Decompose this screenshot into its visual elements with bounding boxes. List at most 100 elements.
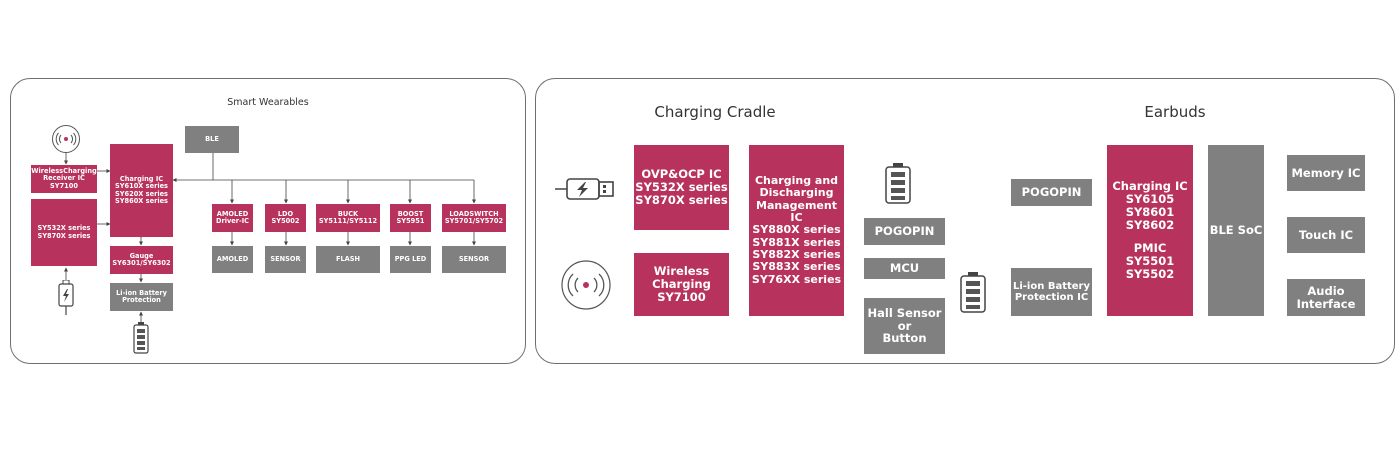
box-line: SENSOR [458,254,490,263]
amoled-box: AMOLED [212,246,253,273]
wireless-charging-receiver-box: WirelessCharging Receiver IC SY7100 [31,165,97,193]
box-line: SY8602 [1125,218,1175,233]
touch-ic-box: Touch IC [1287,217,1365,253]
box-line: SY5502 [1125,266,1175,281]
charging-cradle-title: Charging Cradle [654,103,776,121]
box-line: FLASH [335,254,361,263]
box-line: Li-ion Battery [1012,280,1090,292]
box-line: SY5951 [396,217,425,225]
amoled-driver-box: AMOLED Driver-IC [212,204,253,232]
box-line: SY5701/SY5702 [444,217,504,225]
liion-protection-box: Li-ion Battery Protection [110,283,173,311]
wireless-charging-pad-icon [52,125,80,153]
box-line: Gauge [129,251,154,260]
box-line: BLE SoC [1209,223,1263,238]
box-line: Driver-IC [215,217,250,225]
earbuds-title: Earbuds [1144,103,1206,121]
box-line: SY7100 [50,181,78,190]
ppg-led-box: PPG LED [390,246,431,273]
box-line: SY5501 [1125,253,1175,268]
box-line: SY5111/SY5112 [318,217,378,225]
wireless-charging-box: Wireless Charging SY7100 [634,253,729,316]
box-line: SY6105 [1125,192,1175,207]
loadswitch-box: LOADSWITCH SY5701/SY5702 [442,204,506,232]
charging-ic-box: Charging IC SY610X series SY620X series … [110,144,173,237]
box-line: AMOLED [216,254,249,263]
battery-icon [885,163,911,204]
hall-sensor-box: Hall Sensor or Button [864,298,945,354]
battery-icon [960,272,986,313]
boost-box: BOOST SY5951 [390,204,431,232]
box-line: Touch IC [1298,227,1354,242]
ldo-box: LDO SY5002 [265,204,306,232]
memory-ic-box: Memory IC [1287,155,1365,191]
wireless-charging-pad-icon [561,260,611,310]
cradle-pogopin-box: POGOPIN [864,218,945,245]
box-line: Hall Sensor [867,305,942,320]
box-line: SENSOR [270,254,301,263]
box-line: SY620X series [115,189,168,198]
ble-soc-box: BLE SoC [1208,145,1264,316]
box-line: SY870X series [37,231,91,240]
box-line: SY870X series [635,192,728,207]
box-line: SY5002 [271,217,300,225]
mcu-box: MCU [864,258,945,279]
usb-cable-icon [555,178,614,200]
box-line: SY7100 [657,289,706,304]
sy532x-box: SY532X series SY870X series [31,199,97,266]
box-line: LDO [277,209,294,218]
box-line: SY610X series [115,182,168,191]
box-line: LOADSWITCH [449,209,499,218]
sensor-box-1: SENSOR [265,246,306,273]
box-line: Memory IC [1291,165,1361,180]
liion-protection-ic-box: Li-ion Battery Protection IC [1011,268,1092,316]
box-line: Charging IC [119,174,164,183]
box-line: AMOLED [216,209,249,218]
charging-pmic-box: Charging IC SY6105 SY8601 SY8602 PMIC SY… [1107,145,1193,316]
box-line: SY881X series [752,235,841,249]
box-line: SY880X series [752,223,841,237]
smart-wearables-title: Smart Wearables [227,97,309,108]
buck-box: BUCK SY5111/SY5112 [316,204,380,232]
box-line: SY532X series [635,180,728,195]
box-line: SY8601 [1125,205,1175,220]
box-line: Wireless Charging [652,264,711,292]
box-line: SY860X series [115,196,168,205]
battery-icon [133,322,149,354]
earbuds-pogopin-box: POGOPIN [1011,179,1092,206]
sensor-box-2: SENSOR [442,246,506,273]
box-line: POGOPIN [874,224,935,239]
flash-box: FLASH [316,246,380,273]
box-line: Protection [122,296,161,304]
box-line: SY883X series [752,260,841,274]
box-line: Receiver IC [43,174,85,183]
usb-charging-plug-icon [58,280,74,315]
box-line: SY6301/SY6302 [112,259,171,267]
box-line: Charging IC [1112,179,1188,194]
box-line: SY882X series [752,247,841,261]
ble-box: BLE [185,126,239,153]
box-line: Discharging [759,186,834,200]
box-line: POGOPIN [1021,185,1082,200]
box-line: PPG LED [394,254,427,263]
box-line: PMIC [1133,240,1167,255]
box-line: BUCK [337,209,359,218]
box-line: Charging and [754,174,839,188]
box-line: SY532X series [37,224,91,233]
charging-management-box: Charging and Discharging Management IC S… [749,145,844,316]
box-line: MCU [889,261,920,276]
box-line: WirelessCharging [31,166,97,175]
box-line: or [897,318,912,333]
box-line: SY76XX series [751,272,842,286]
box-line: BOOST [397,209,424,218]
audio-interface-box: Audio Interface [1287,279,1365,316]
box-line: Management IC [756,198,837,225]
box-line: Button [882,331,927,346]
box-line: BLE [205,134,219,143]
box-line: Li-ion Battery [116,288,167,297]
gauge-box: Gauge SY6301/SY6302 [110,246,173,274]
box-line: Interface [1296,296,1356,311]
box-line: Protection IC [1014,292,1089,303]
box-line: OVP&OCP IC [641,167,722,182]
ovp-ocp-box: OVP&OCP IC SY532X series SY870X series [634,145,729,230]
